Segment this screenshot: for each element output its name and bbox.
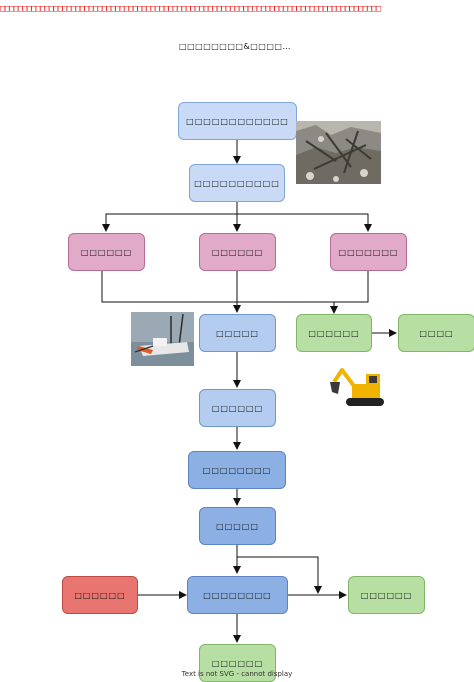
top-banner: □□□□□□□□□□□□□□□□□□□□□□□□□□□□□□□□□□□□□□□□… — [0, 4, 381, 14]
node-branch-center: □□□□□□ — [199, 233, 276, 271]
edge-n7-right — [237, 556, 322, 594]
node-branch-left: □□□□□□ — [68, 233, 145, 271]
node-step-7: □□□□□ — [199, 507, 276, 545]
edge-split-left — [102, 213, 237, 232]
node-step-5: □□□□□□ — [199, 389, 276, 427]
node-green-output: □□□□□□ — [348, 576, 425, 614]
node-step-2: □□□□□□□□□□ — [189, 164, 285, 202]
edge-merge-left — [101, 270, 237, 303]
node-side-green-1: □□□□□□ — [296, 314, 372, 352]
rubble-photo — [296, 121, 381, 184]
edge-merge-right — [237, 270, 369, 303]
node-red-input: □□□□□□ — [62, 576, 138, 614]
edge-split-right — [237, 213, 372, 232]
node-step-4: □□□□□ — [199, 314, 276, 352]
node-branch-right: □□□□□□□ — [330, 233, 407, 271]
node-step-6: □□□□□□□□ — [188, 451, 286, 489]
node-side-green-2: □□□□ — [398, 314, 474, 352]
footer-note: Text is not SVG - cannot display — [181, 670, 293, 678]
dredger-boat-photo — [131, 312, 194, 366]
node-step-8: □□□□□□□□ — [187, 576, 288, 614]
diagram-title: □□□□□□□□&□□□□… — [179, 42, 291, 51]
node-step-1: □□□□□□□□□□□□ — [178, 102, 297, 140]
excavator-illustration — [330, 368, 384, 406]
